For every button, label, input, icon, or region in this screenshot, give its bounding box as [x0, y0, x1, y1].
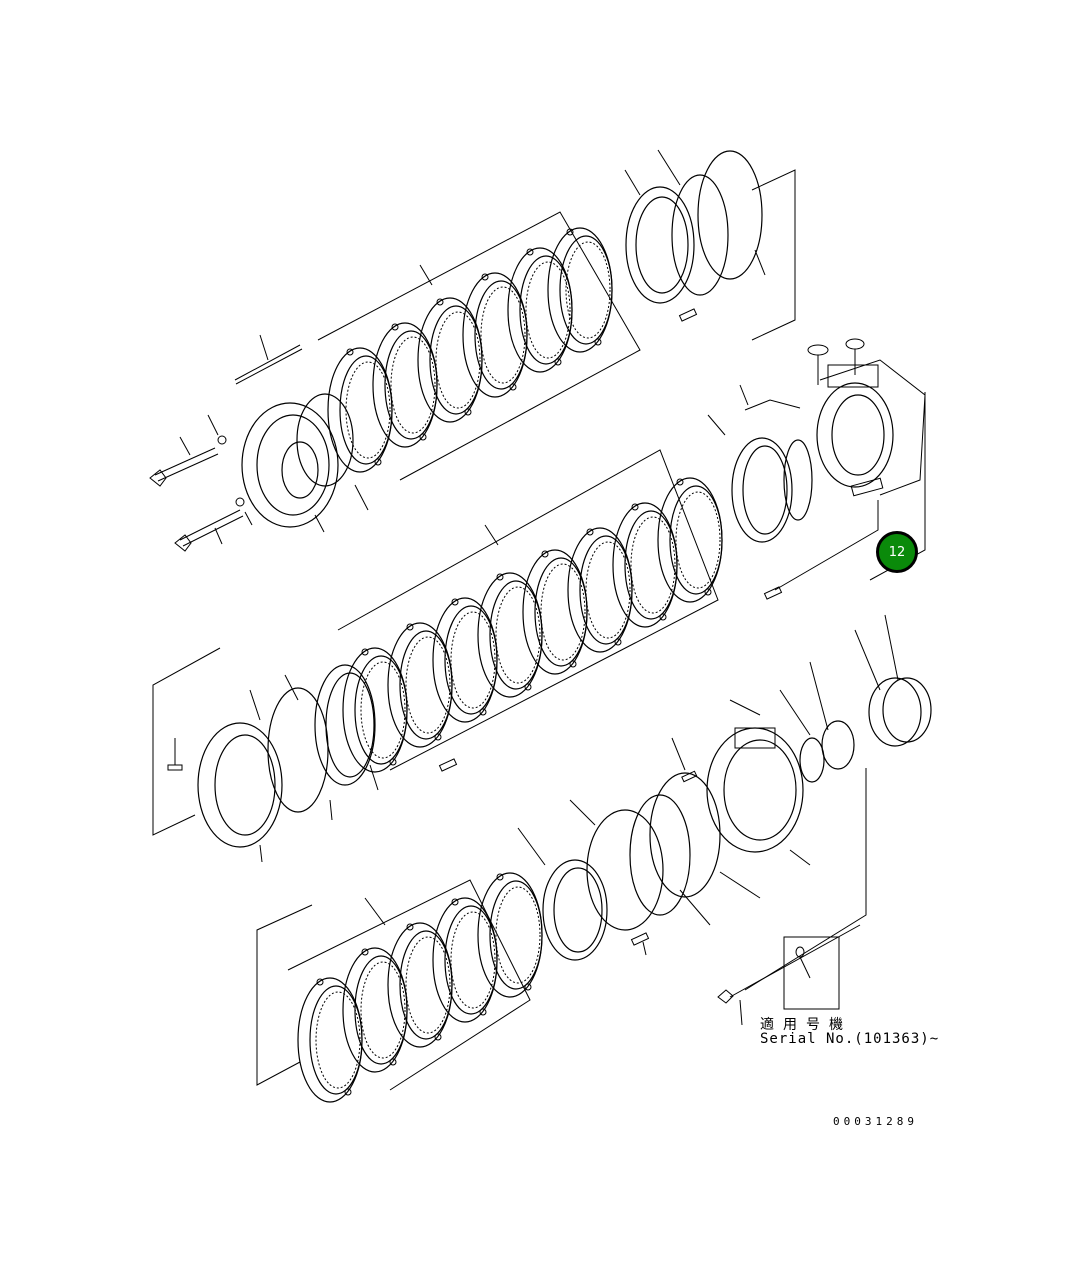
middle-clutch-pack — [337, 449, 723, 773]
upper-piston-and-seals — [624, 149, 796, 341]
serial-note-japanese: 適用号機 — [760, 1017, 852, 1033]
rear-housing — [707, 338, 926, 600]
serial-note-english: Serial No.(101363)~ — [760, 1031, 940, 1047]
lower-piston-and-seals — [517, 772, 761, 961]
front-housing — [149, 393, 369, 552]
callout-12[interactable]: 12 — [876, 531, 918, 573]
right-lower-housing — [671, 614, 932, 991]
mid-left-housing — [152, 647, 379, 863]
drawing-number: 00031289 — [833, 1115, 918, 1128]
upper-clutch-pack — [234, 211, 641, 481]
lower-clutch-pack — [256, 872, 543, 1103]
serial-bolt-group — [717, 924, 861, 1026]
